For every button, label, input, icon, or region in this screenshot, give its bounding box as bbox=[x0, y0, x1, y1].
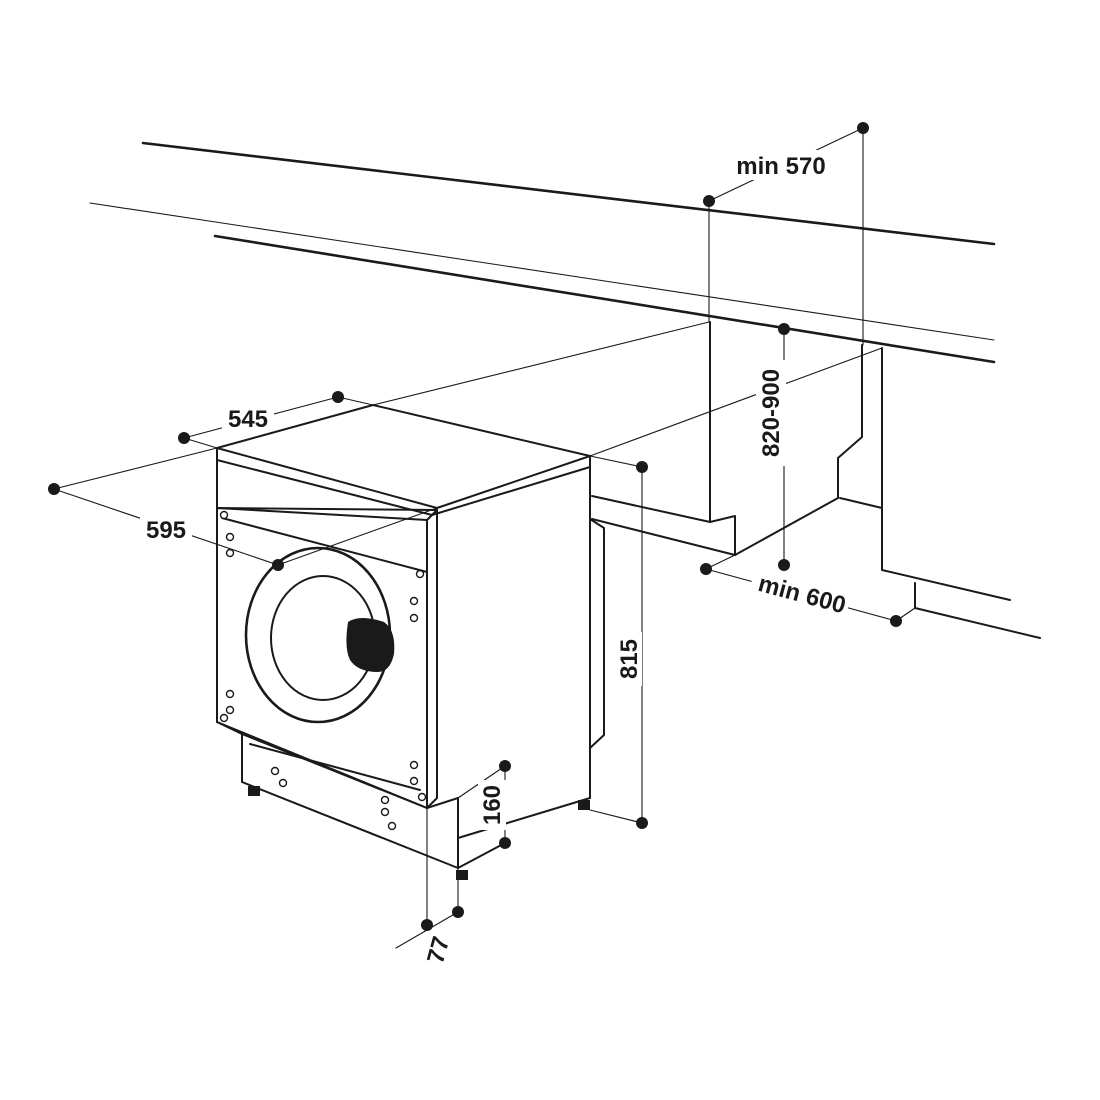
screw-hole bbox=[409, 760, 419, 770]
dimension-dot bbox=[778, 559, 790, 571]
screw-hole bbox=[225, 689, 235, 699]
extension-line bbox=[372, 321, 710, 406]
screw-hole bbox=[225, 548, 235, 558]
label-mask bbox=[140, 513, 192, 541]
plinth bbox=[241, 733, 459, 869]
dimension-dot bbox=[703, 195, 715, 207]
screw-hole bbox=[409, 613, 419, 623]
door-handle bbox=[346, 618, 395, 672]
dimension-dot bbox=[332, 391, 344, 403]
dimension-dot bbox=[499, 760, 511, 772]
door-panel-corner bbox=[426, 509, 438, 521]
screw-hole bbox=[219, 713, 229, 723]
dimension-machine-height: 815 bbox=[589, 455, 648, 829]
dimension-label-width: 595 bbox=[146, 517, 186, 544]
machine-feet bbox=[248, 786, 590, 880]
dimension-dot bbox=[857, 122, 869, 134]
dimension-dot bbox=[499, 837, 511, 849]
door-panel-top-rail bbox=[221, 517, 428, 573]
label-mask bbox=[728, 150, 834, 180]
dimension-label-depth: 545 bbox=[228, 406, 268, 433]
dimension-depth: 545 bbox=[178, 391, 374, 449]
extension-line bbox=[53, 447, 218, 490]
side-panel-base bbox=[881, 507, 1011, 601]
niche-side-wall bbox=[734, 344, 863, 556]
dimension-dot bbox=[778, 323, 790, 335]
extension-line bbox=[589, 809, 643, 824]
dimension-label-min-570: min 570 bbox=[736, 153, 825, 180]
foot-left bbox=[248, 786, 260, 796]
dimension-dot bbox=[700, 563, 712, 575]
label-mask bbox=[747, 566, 853, 622]
worktop-front-edge bbox=[213, 234, 996, 364]
dimension-plinth-recess: 77 bbox=[395, 807, 464, 967]
foot-right bbox=[578, 800, 590, 810]
label-mask bbox=[222, 402, 274, 430]
dimension-dot bbox=[421, 919, 433, 931]
label-mask bbox=[612, 632, 642, 686]
label-mask bbox=[478, 780, 506, 830]
door-panel bbox=[216, 507, 438, 809]
dimension-dot bbox=[636, 461, 648, 473]
screw-hole bbox=[387, 821, 397, 831]
extension-line bbox=[277, 507, 438, 566]
machine-right-side bbox=[457, 455, 591, 839]
worktop-top-front-edge bbox=[89, 202, 995, 341]
dimension-plinth-height: 160 bbox=[457, 760, 511, 849]
screw-hole bbox=[409, 596, 419, 606]
worktop bbox=[89, 141, 996, 364]
dimension-label-77: 77 bbox=[422, 934, 455, 967]
extension-line bbox=[589, 347, 883, 457]
dimension-label-min-600: min 600 bbox=[755, 570, 848, 619]
machine-rear-profile bbox=[589, 518, 605, 749]
worktop-back-edge bbox=[141, 141, 996, 246]
screw-hole bbox=[409, 776, 419, 786]
screw-hole bbox=[380, 807, 390, 817]
dimension-label-815: 815 bbox=[616, 639, 643, 679]
side-panel-plinth bbox=[914, 582, 1041, 639]
screw-hole bbox=[270, 766, 280, 776]
niche-back-wall bbox=[709, 321, 736, 556]
dimension-label-820-900: 820-900 bbox=[758, 369, 785, 457]
dimension-worktop-height: 820-900 bbox=[756, 323, 790, 571]
plinth-right-edge bbox=[457, 842, 506, 869]
screw-hole bbox=[415, 569, 425, 579]
dimension-width: 595 bbox=[48, 447, 438, 571]
extension-line bbox=[589, 455, 643, 468]
foot-front bbox=[456, 870, 468, 880]
door-panel-inner bbox=[216, 507, 428, 809]
screw-hole bbox=[278, 778, 288, 788]
screw-hole bbox=[225, 532, 235, 542]
dimension-label-160: 160 bbox=[479, 785, 506, 825]
screw-hole bbox=[417, 792, 427, 802]
dimension-dot bbox=[178, 432, 190, 444]
cabinet-niche bbox=[591, 321, 1041, 639]
dimension-dot bbox=[636, 817, 648, 829]
dimension-min-cabinet-depth: min 570 bbox=[372, 122, 883, 457]
screw-hole bbox=[380, 795, 390, 805]
dimension-dot bbox=[890, 615, 902, 627]
screw-holes bbox=[219, 510, 427, 831]
dimension-dot bbox=[272, 559, 284, 571]
screw-hole bbox=[219, 510, 229, 520]
dimension-dot bbox=[452, 906, 464, 918]
machine-top-lip bbox=[216, 459, 591, 516]
washing-machine bbox=[216, 404, 605, 880]
screw-hole bbox=[225, 705, 235, 715]
floor-line-right bbox=[839, 497, 883, 509]
plinth-top-line bbox=[249, 743, 421, 791]
dimension-dot bbox=[48, 483, 60, 495]
floor-line-left bbox=[591, 495, 711, 523]
floor-line-front bbox=[591, 518, 736, 556]
label-mask bbox=[756, 360, 786, 466]
